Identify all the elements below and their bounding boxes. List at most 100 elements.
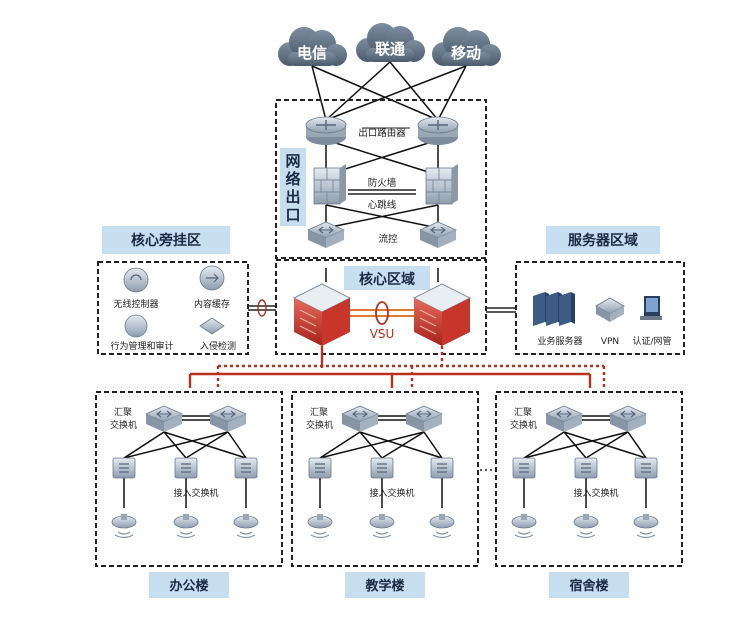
- ids-icon: [199, 317, 225, 335]
- access-switch-icon: [174, 457, 198, 479]
- net-exit-title-box: [280, 148, 306, 226]
- building-title-box: [149, 572, 229, 598]
- exit-links: [325, 127, 439, 229]
- net-exit-title-char: 口: [285, 206, 300, 224]
- cloud-label: 移动: [451, 44, 481, 62]
- bypass-label: 行为管理和审计: [110, 340, 173, 352]
- aggregation-label-line: 交换机: [110, 419, 137, 431]
- bypass-title-box: [102, 226, 230, 254]
- bypass-label: 入侵检测: [200, 340, 236, 352]
- building-name: 宿舍楼: [569, 578, 608, 594]
- aggregation-label-line: 汇聚: [514, 407, 532, 418]
- bypass-core-link: [248, 299, 276, 317]
- aggregation-label-line: 汇聚: [310, 407, 328, 418]
- building-name: 办公楼: [169, 578, 208, 594]
- cache-icon: [199, 265, 225, 291]
- building-links: [123, 415, 247, 508]
- bypass-title: 核心旁挂区: [131, 232, 201, 249]
- access-switch-icon: [574, 457, 598, 479]
- cloud-icon: [432, 27, 501, 66]
- uplink-lines: [311, 61, 467, 121]
- heartbeat-label: 心跳线: [368, 199, 397, 211]
- net-exit-title: 网 络 出 口: [285, 152, 300, 224]
- bypass-label: 无线控制器: [113, 298, 158, 310]
- wireless-ap-icon: [307, 513, 333, 539]
- aggregation-switch-icon: [405, 405, 443, 433]
- router-icon: [305, 116, 347, 146]
- core-title: 核心区域: [359, 271, 415, 288]
- aggregation-label-line: 交换机: [510, 419, 537, 431]
- building-zone: [291, 391, 479, 567]
- access-switch-icon: [112, 457, 136, 479]
- building-title-box: [345, 572, 425, 598]
- wireless-ap-icon: [369, 513, 395, 539]
- server-title-box: [546, 226, 660, 254]
- server-core-link: [486, 307, 516, 313]
- building-title-box: [549, 572, 629, 598]
- wireless-ap-icon: [511, 513, 537, 539]
- aggregation-switch-icon: [145, 405, 183, 433]
- net-exit-title-char: 网: [285, 152, 300, 170]
- bypass-zone: [97, 261, 249, 355]
- wireless-ap-icon: [633, 513, 659, 539]
- access-switch-icon: [370, 457, 394, 479]
- building-zone: [95, 391, 283, 567]
- access-switch-icon: [512, 457, 536, 479]
- firewall-icon: [425, 163, 459, 205]
- vsu-link: [350, 301, 414, 325]
- internet-clouds: 电信 联通 移动: [278, 23, 501, 66]
- server-label: 认证/网管: [632, 335, 671, 347]
- server-icon: [559, 292, 575, 326]
- bypass-label: 内容缓存: [194, 298, 230, 310]
- wireless-ap-icon: [233, 513, 259, 539]
- aggregation-switch-icon: [341, 405, 379, 433]
- vpn-icon: [595, 297, 625, 322]
- router-label: 出口路由器: [358, 127, 406, 139]
- core-switch-icon: [293, 283, 351, 346]
- aggregation-switch-icon: [209, 405, 247, 433]
- flow-label: 流控: [378, 233, 398, 245]
- exit-core-links: [325, 268, 439, 282]
- cloud-icon: [278, 27, 347, 66]
- access-switch-icon: [634, 457, 658, 479]
- core-title-box: [344, 266, 430, 290]
- cloud-icon: [356, 23, 425, 62]
- access-switch-icon: [308, 457, 332, 479]
- cloud-label: 电信: [297, 44, 327, 62]
- core-switch-icon: [413, 283, 471, 346]
- wireless-controller-icon: [123, 267, 149, 293]
- access-label: 接入交换机: [573, 487, 618, 499]
- access-label: 接入交换机: [369, 487, 414, 499]
- core-zone: [275, 259, 487, 355]
- aggregation-label-line: 交换机: [306, 419, 333, 431]
- net-exit-zone: [275, 99, 487, 259]
- wireless-ap-icon: [573, 513, 599, 539]
- aggregation-label-line: 汇聚: [114, 407, 132, 418]
- vsu-label: VSU: [370, 327, 395, 341]
- building-links: [319, 415, 443, 508]
- building-links: [523, 415, 647, 508]
- wireless-ap-icon: [429, 513, 455, 539]
- firewall-icon: [313, 163, 347, 205]
- access-switch-icon: [234, 457, 258, 479]
- net-exit-title-char: 络: [285, 170, 300, 188]
- server-label: VPN: [601, 337, 619, 347]
- building-name: 教学楼: [364, 578, 404, 594]
- access-switch-icon: [430, 457, 454, 479]
- aggregation-switch-icon: [545, 405, 583, 433]
- wireless-ap-icon: [173, 513, 199, 539]
- building-zone: [495, 391, 683, 567]
- server-label: 业务服务器: [537, 335, 582, 347]
- audit-icon: [124, 314, 148, 338]
- server-title: 服务器区域: [568, 232, 638, 249]
- aggregation-switch-icon: [609, 405, 647, 433]
- distribution-links: [188, 346, 606, 388]
- monitor-icon: [640, 296, 662, 320]
- wireless-ap-icon: [111, 513, 137, 539]
- router-icon: [417, 116, 459, 146]
